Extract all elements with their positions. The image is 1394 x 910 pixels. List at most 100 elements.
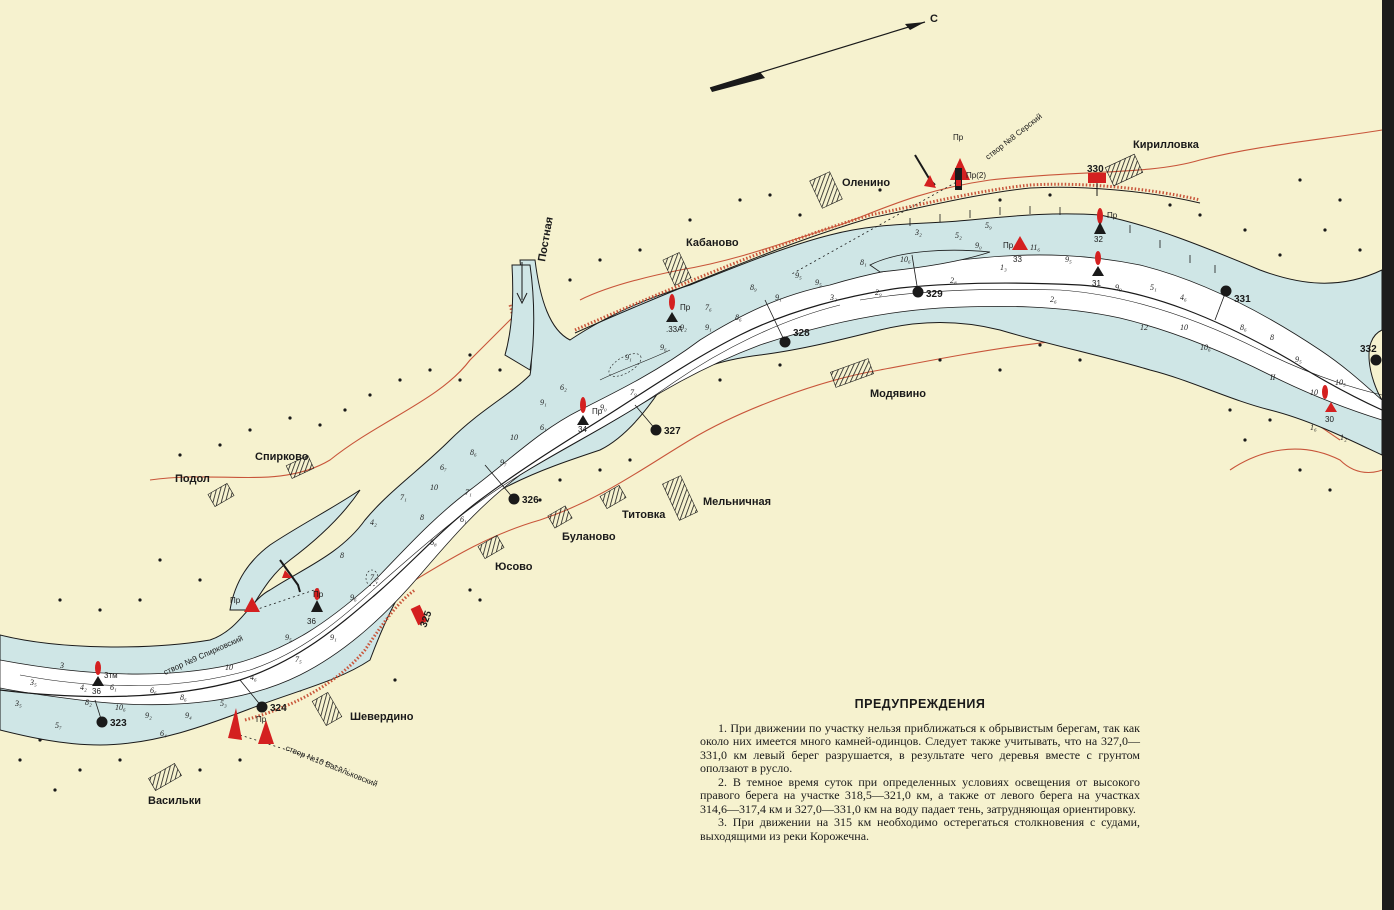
svg-text:9₅: 9₅ [1065, 255, 1072, 264]
svg-text:9₅: 9₅ [1295, 355, 1302, 364]
buoy-sign: Пр(2) [955, 168, 986, 190]
svg-text:9₀: 9₀ [600, 403, 607, 412]
svg-text:3₅: 3₅ [29, 678, 37, 687]
svg-text:5₇: 5₇ [55, 721, 62, 730]
village-melnichnaya: Мельничная [703, 496, 771, 508]
svg-text:8₆: 8₆ [470, 448, 477, 457]
svg-text:6₂: 6₂ [560, 383, 567, 392]
svg-text:9₄: 9₄ [185, 711, 192, 720]
svg-text:2₈: 2₈ [950, 276, 957, 285]
km-330: 330 [1087, 164, 1104, 175]
village-blocks [148, 153, 1144, 791]
page-edge-strip [1382, 0, 1394, 910]
svg-text:Пр: Пр [1107, 211, 1118, 220]
svg-text:II: II [1269, 373, 1276, 382]
svg-text:10₆: 10₆ [1200, 343, 1211, 352]
north-arrow-icon: С [709, 13, 938, 92]
svg-text:4₆: 4₆ [1180, 293, 1187, 302]
alignment-lines [239, 179, 961, 771]
svg-text:5₂: 5₂ [955, 231, 962, 240]
svg-text:32: 32 [1094, 235, 1103, 244]
svg-text:2₉: 2₉ [875, 288, 882, 297]
svg-text:8: 8 [340, 551, 344, 560]
svg-text:6₇: 6₇ [440, 463, 447, 472]
km-labels: 323 324 326 327 328 329 331 332 [110, 289, 1377, 729]
svg-text:4₆: 4₆ [250, 673, 257, 682]
km-326: 326 [522, 495, 539, 506]
svg-text:5₉: 5₉ [985, 221, 992, 230]
svg-text:31: 31 [1092, 279, 1101, 288]
svg-text:7₅: 7₅ [295, 655, 302, 664]
svg-text:6₆: 6₆ [150, 686, 157, 695]
buoy-sign [228, 708, 242, 740]
svg-text:Пр: Пр [1003, 241, 1014, 250]
svg-text:30: 30 [1325, 415, 1334, 424]
buoy-sign: Пр.33А [666, 294, 691, 334]
warning-item-2: 2. В темное время суток при определенных… [700, 774, 1140, 816]
svg-text:1₂: 1₂ [1340, 433, 1347, 442]
svg-text:11₆: 11₆ [1030, 243, 1040, 252]
nav-signs: Пр Пр(2) Пр 32 Пр 33 31 Пр.33А Пр 34 [92, 133, 1337, 744]
svg-text:1₃: 1₃ [1000, 263, 1007, 272]
channel-island [869, 249, 991, 273]
km-markers [94, 254, 1382, 728]
village-podol: Подол [175, 473, 210, 485]
svg-text:9₅: 9₅ [285, 633, 292, 642]
svg-text:8₆: 8₆ [735, 313, 742, 322]
svg-text:6₁: 6₁ [460, 515, 467, 524]
svg-text:7₉: 7₉ [630, 388, 637, 397]
svg-text:10₅: 10₅ [1335, 378, 1346, 387]
svg-text:10₆: 10₆ [900, 255, 911, 264]
km-324: 324 [270, 703, 287, 714]
svg-text:7₃: 7₃ [370, 573, 377, 582]
svg-text:10: 10 [430, 483, 438, 492]
village-spirkovo: Спирково [255, 451, 309, 463]
svg-text:8: 8 [420, 513, 424, 522]
svg-text:9₉: 9₉ [1115, 283, 1122, 292]
fairway-line [0, 282, 1383, 698]
village-titovka: Титовка [622, 509, 666, 521]
svg-text:Пр: Пр [953, 133, 964, 142]
buoy-sign: 30 [1322, 385, 1337, 424]
svg-text:6₄: 6₄ [160, 729, 167, 738]
km-329: 329 [926, 289, 943, 300]
svg-text:7₁: 7₁ [465, 488, 472, 497]
buoy-sign [279, 559, 301, 593]
buoy-sign: Пр 33 [1003, 236, 1028, 264]
svg-text:34: 34 [578, 425, 587, 434]
km-327: 327 [664, 426, 681, 437]
svg-text:5₃: 5₃ [220, 699, 227, 708]
village-bulanovo: Буланово [562, 531, 616, 543]
buoy-sign [914, 154, 936, 188]
village-yusovo: Юсово [495, 561, 533, 573]
svg-text:9₅: 9₅ [815, 278, 822, 287]
svg-text:3тм: 3тм [104, 671, 118, 680]
svg-text:6₁: 6₁ [110, 683, 117, 692]
svg-text:Пр: Пр [680, 303, 691, 312]
shoal-contours [365, 353, 642, 587]
svg-text:10: 10 [1180, 323, 1188, 332]
km-332: 332 [1360, 344, 1377, 355]
svg-text:Пр(2): Пр(2) [966, 171, 986, 180]
cliff-banks-dark [574, 186, 1201, 334]
svg-text:9₂: 9₂ [145, 711, 152, 720]
svg-text:Пр: Пр [592, 407, 603, 416]
buoy-sign: Пр 34 [577, 397, 603, 434]
buoy-sign: 31 [1092, 251, 1104, 288]
svg-text:6₁: 6₁ [540, 423, 547, 432]
svg-text:9₁: 9₁ [330, 633, 337, 642]
svg-text:Пр: Пр [230, 596, 241, 605]
svg-text:4₂: 4₂ [370, 518, 377, 527]
svg-text:33: 33 [1013, 255, 1022, 264]
village-vasilki: Васильки [148, 795, 201, 807]
svg-text:8: 8 [1270, 333, 1274, 342]
svg-text:36: 36 [307, 617, 316, 626]
svg-text:3₂: 3₂ [914, 228, 922, 237]
buoy-sign: Пр [230, 596, 260, 612]
svg-text:3₂: 3₂ [829, 293, 837, 302]
village-kirillovka: Кирилловка [1133, 139, 1200, 151]
alignment-vasilkovsky: створ №10 Васильковский [284, 744, 379, 789]
